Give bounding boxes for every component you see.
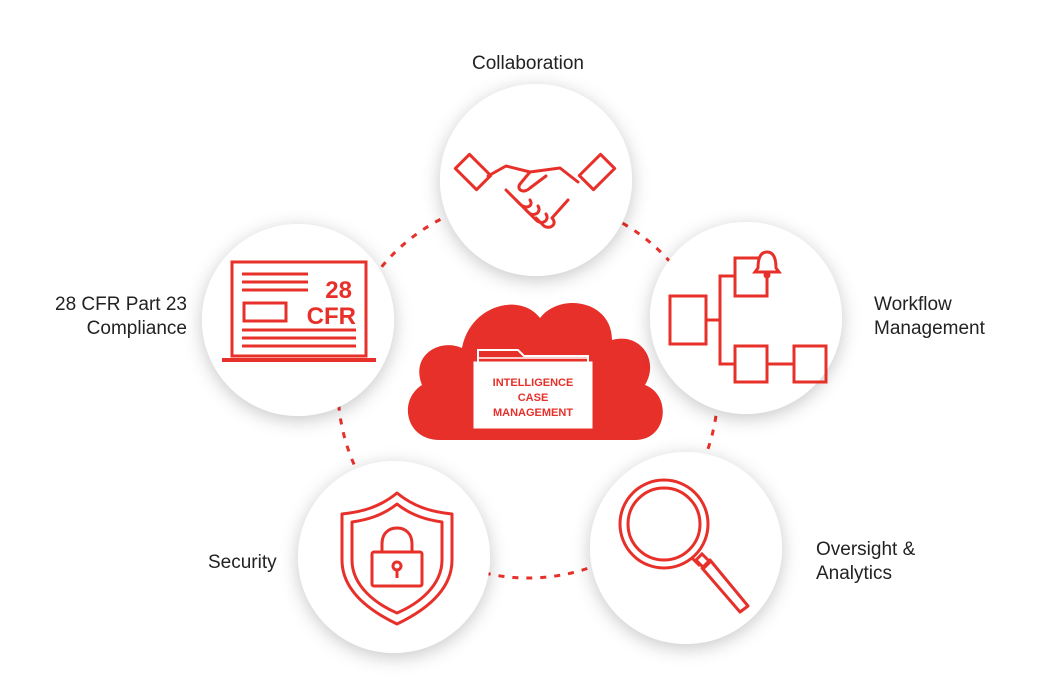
label-line: Analytics [816, 563, 893, 584]
label-collaboration: Collaboration [0, 52, 1044, 76]
label-workflow: Workflow Management [874, 293, 985, 341]
label-line: Oversight & [816, 539, 916, 560]
center-line-3: MANAGEMENT [493, 407, 573, 419]
node-security [298, 461, 490, 653]
folder-icon [473, 349, 593, 429]
node-circle [440, 84, 632, 276]
node-workflow [650, 222, 842, 414]
shield-lock-icon [340, 491, 454, 626]
node-collaboration [440, 84, 632, 276]
laptop-cfr-icon: 28 CFR [222, 260, 376, 362]
node-circle [298, 461, 490, 653]
label-line: Security [208, 552, 277, 573]
label-line: Workflow [874, 294, 952, 315]
center-line-2: CASE [518, 392, 549, 404]
workflow-icon [668, 250, 828, 384]
label-line: Collaboration [472, 53, 584, 74]
node-cfr: 28 CFR [202, 224, 394, 416]
node-circle [590, 452, 782, 644]
label-line: 28 CFR Part 23 [55, 294, 187, 315]
label-security: Security [208, 551, 277, 575]
node-oversight [590, 452, 782, 644]
node-circle [650, 222, 842, 414]
label-cfr: 28 CFR Part 23 Compliance [55, 293, 187, 341]
label-line: Management [874, 318, 985, 339]
center-line-1: INTELLIGENCE [493, 377, 574, 389]
handshake-icon [453, 152, 617, 229]
label-oversight: Oversight & Analytics [816, 538, 915, 586]
screen-text-28: 28 [325, 277, 352, 304]
node-circle [202, 224, 394, 416]
magnifier-icon [618, 478, 750, 614]
label-line: Compliance [86, 318, 187, 339]
screen-text-cfr: CFR [307, 303, 356, 330]
center-cloud: INTELLIGENCE CASE MANAGEMENT [407, 302, 663, 440]
